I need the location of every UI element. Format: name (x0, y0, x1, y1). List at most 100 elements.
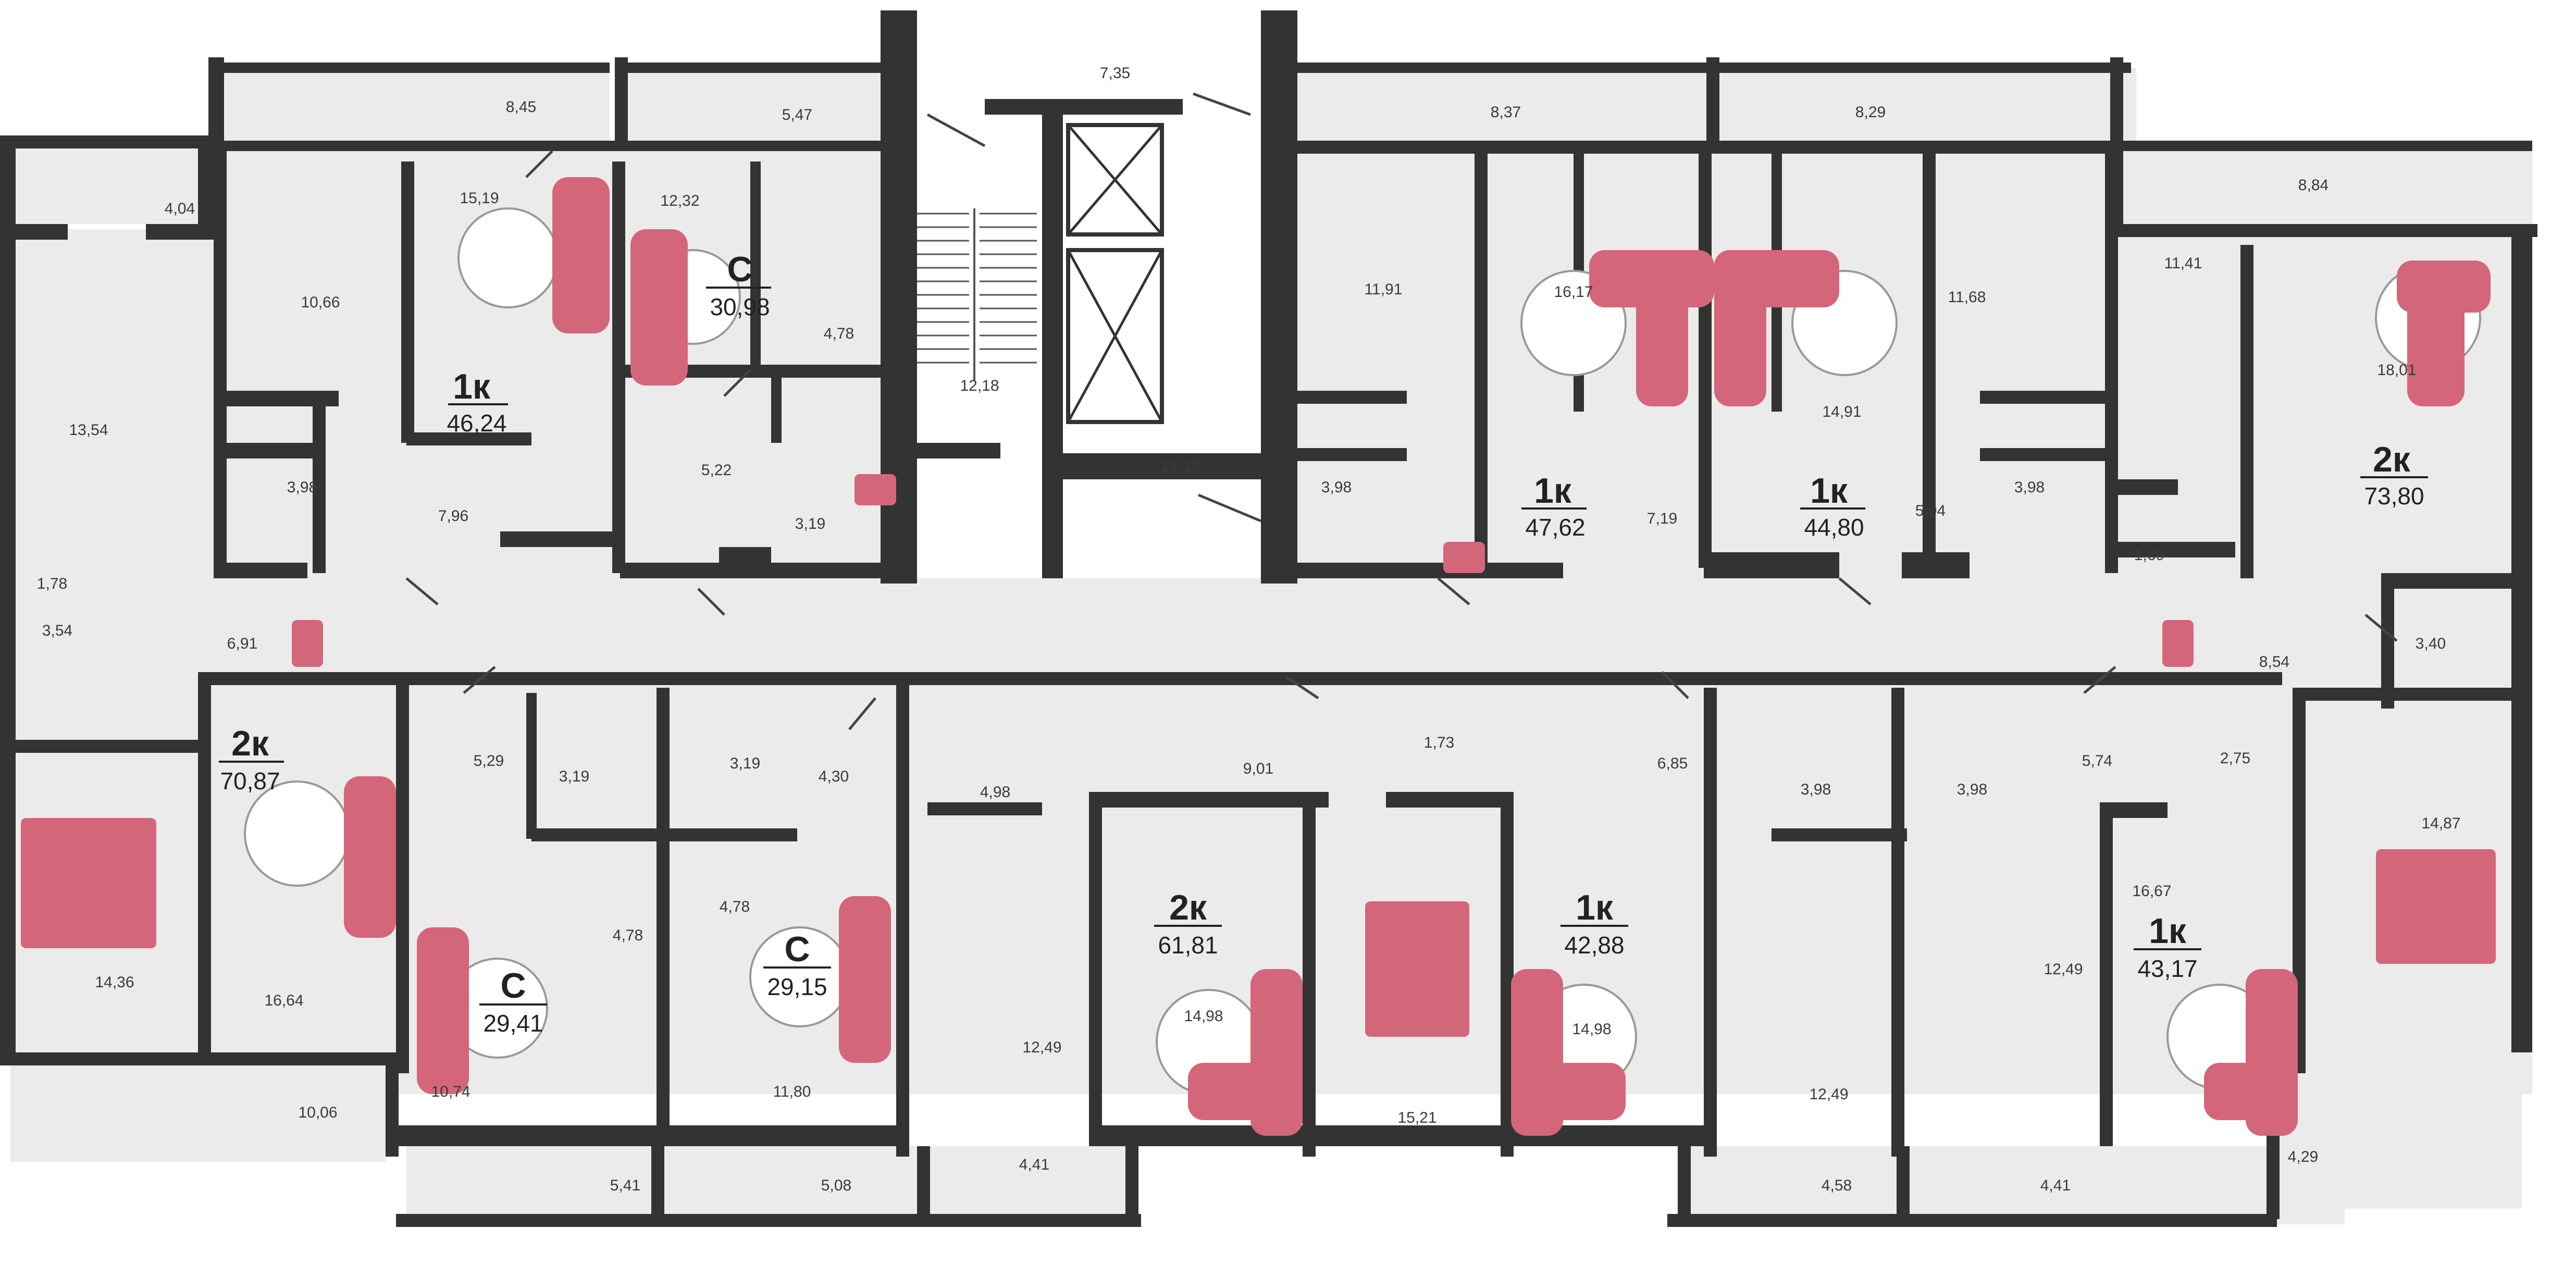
area-label: 5,47 (782, 106, 812, 123)
unit-type: 2к (2373, 440, 2411, 479)
unit-area: 29,41 (483, 1010, 543, 1037)
area-label: 3,98 (1321, 479, 1352, 496)
area-label: 3,19 (730, 755, 760, 772)
area-label: 11,41 (2164, 255, 2202, 272)
unit-label: 1к 43,17 (2134, 911, 2201, 982)
unit-label: 1к 42,88 (1561, 888, 1628, 959)
area-label: 5,41 (610, 1177, 640, 1194)
area-label: 10,74 (431, 1083, 470, 1100)
area-label: 5,74 (2082, 752, 2112, 770)
area-label: 3,98 (1957, 781, 1987, 798)
area-label: 3,98 (1801, 781, 1831, 798)
area-label: 7,35 (1100, 65, 1130, 82)
area-label: 7,96 (438, 507, 468, 525)
unit-label: 1к 47,62 (1521, 471, 1587, 541)
area-label: 4,78 (613, 927, 643, 944)
area-label: 6,91 (227, 635, 257, 652)
unit-label: 1к 46,24 (447, 367, 508, 437)
unit-label: 2к 61,81 (1154, 888, 1222, 959)
unit-type: С (727, 250, 752, 289)
area-label: 13,54 (69, 421, 108, 439)
area-label: 11,80 (773, 1083, 811, 1100)
area-label: 12,49 (1809, 1086, 1848, 1103)
area-label: 14,98 (1184, 1008, 1223, 1025)
area-label: 1,73 (1424, 734, 1454, 751)
unit-area: 43,17 (2137, 955, 2197, 982)
area-label: 14,36 (95, 974, 134, 991)
unit-area: 44,80 (1804, 514, 1864, 541)
area-label: 4,78 (720, 898, 750, 915)
area-label: 11,68 (1948, 289, 1986, 306)
area-label: 14,91 (1822, 403, 1861, 420)
furniture (21, 177, 2496, 1136)
area-label: 3,98 (2014, 479, 2045, 496)
area-label: 8,45 (506, 98, 536, 116)
area-label: 14,98 (1572, 1021, 1611, 1038)
area-label: 1,69 (2134, 547, 2164, 564)
area-label: 8,84 (2298, 177, 2329, 194)
area-label: 16,67 (2132, 883, 2171, 900)
area-labels: 8,45 5,47 7,35 8,37 8,29 8,84 4,04 15,19… (37, 65, 2461, 1194)
area-label: 12,32 (660, 192, 699, 209)
area-label: 12,18 (960, 377, 999, 394)
area-label: 14,87 (2421, 815, 2460, 832)
area-label: 5,22 (701, 462, 732, 479)
unit-area: 29,15 (767, 973, 827, 1000)
area-label: 8,37 (1491, 104, 1521, 121)
area-label: 4,04 (165, 200, 195, 217)
unit-type: 1к (1534, 471, 1572, 511)
area-label: 3,19 (795, 515, 825, 532)
area-label: 15,21 (1397, 1109, 1436, 1126)
unit-area: 47,62 (1525, 514, 1585, 541)
unit-type: С (500, 966, 526, 1006)
area-label: 5,94 (1915, 502, 1946, 519)
door-swings (405, 92, 2398, 730)
area-label: 11,91 (1365, 281, 1403, 298)
area-label: 5,08 (821, 1177, 851, 1194)
unit-type: 2к (231, 724, 269, 763)
area-label: 10,66 (301, 294, 340, 311)
area-label: 1,78 (37, 575, 67, 592)
unit-type: 1к (1810, 471, 1848, 511)
area-label: 18,01 (2377, 362, 2416, 379)
area-label: 13,18 (1160, 458, 1199, 475)
area-label: 4,29 (2288, 1148, 2318, 1165)
area-label: 9,01 (1243, 760, 1273, 777)
area-label: 4,98 (980, 784, 1010, 801)
area-label: 8,29 (1855, 104, 1886, 121)
area-label: 3,98 (287, 479, 317, 496)
unit-type: 1к (453, 367, 491, 406)
unit-type: 1к (2149, 911, 2187, 951)
unit-label: 2к 73,80 (2360, 440, 2428, 510)
unit-label: С 29,15 (763, 929, 831, 1000)
unit-label: 2к 70,87 (219, 724, 284, 795)
unit-area: 30,98 (710, 293, 770, 320)
area-label: 16,17 (1554, 283, 1593, 301)
area-label: 12,49 (2044, 961, 2083, 978)
unit-label: 1к 44,80 (1800, 471, 1865, 541)
unit-area: 42,88 (1564, 932, 1624, 959)
unit-label: С 29,41 (479, 966, 547, 1037)
unit-type: 2к (1169, 888, 1207, 927)
area-label: 6,85 (1657, 755, 1688, 772)
unit-area: 70,87 (220, 767, 280, 795)
area-label: 12,49 (1022, 1039, 1061, 1056)
area-label: 3,19 (559, 768, 589, 785)
area-label: 4,41 (1019, 1156, 1049, 1173)
area-label: 4,30 (819, 768, 849, 785)
area-label: 3,54 (42, 622, 72, 639)
area-label: 4,58 (1822, 1177, 1852, 1194)
unit-label: С 30,98 (706, 250, 771, 320)
room-fills (10, 68, 2532, 1224)
unit-area: 46,24 (447, 410, 506, 437)
area-label: 16,64 (264, 992, 303, 1009)
area-label: 4,41 (2040, 1177, 2071, 1194)
area-label: 7,19 (1647, 510, 1677, 527)
area-label: 4,78 (824, 325, 854, 342)
walls (0, 10, 2537, 1227)
unit-type: 1к (1576, 888, 1614, 927)
area-label: 3,40 (2416, 635, 2446, 652)
area-label: 8,54 (2259, 653, 2289, 671)
area-label: 5,29 (474, 752, 504, 770)
